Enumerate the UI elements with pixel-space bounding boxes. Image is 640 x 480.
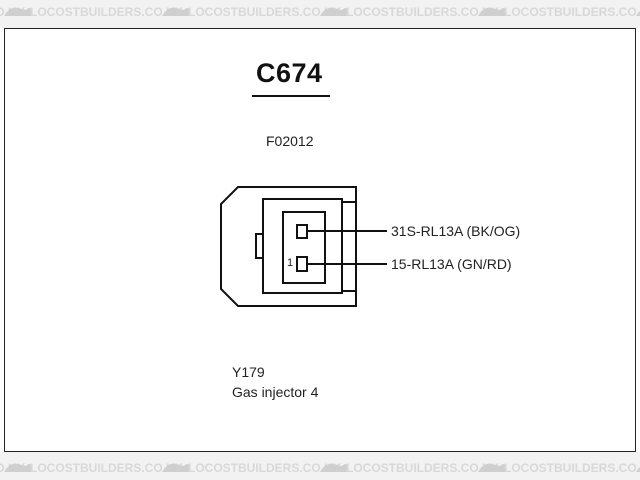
watermark-top-text: LOCOSTBUILDERS.CO.UK — [346, 5, 500, 19]
watermark-bottom-logo — [4, 463, 32, 472]
watermark-pattern-top: LOCOSTBUILDERS.CO.UK LOCOSTBUILDERS.CO.UK… — [0, 5, 640, 19]
title-underline — [252, 95, 330, 97]
pin-circuit-label-top: 31S-RL13A (BK/OG) — [391, 223, 521, 239]
watermark-top-logo — [320, 7, 348, 16]
watermark-strip-top: LOCOSTBUILDERS.CO.UK LOCOSTBUILDERS.CO.UK… — [0, 0, 640, 28]
pin-terminal-bottom — [296, 256, 308, 272]
connector-part-number: F02012 — [266, 133, 314, 149]
watermark-top-logo — [4, 7, 32, 16]
pin-cavity-block — [282, 211, 326, 284]
watermark-bottom-text: LOCOSTBUILDERS.CO.UK — [30, 461, 184, 475]
watermark-bottom-logo — [320, 463, 348, 472]
watermark-top-text: LOCOSTBUILDERS.CO.UK — [504, 5, 640, 19]
component-description: Gas injector 4 — [232, 384, 319, 400]
watermark-bottom-text: LOCOSTBUILDERS.CO.UK — [504, 461, 640, 475]
watermark-top-logo — [636, 10, 640, 16]
watermark-pattern-bottom: LOCOSTBUILDERS.CO.UK LOCOSTBUILDERS.CO.UK… — [0, 461, 640, 475]
component-id: Y179 — [232, 364, 265, 380]
watermark-bottom-text: LOCOSTBUILDERS.CO.UK — [188, 461, 342, 475]
watermark-bottom-logo — [636, 466, 640, 472]
watermark-top-text: LOCOSTBUILDERS.CO.UK — [30, 5, 184, 19]
watermark-bottom-logo — [478, 463, 506, 472]
watermark-top-text: LOCOSTBUILDERS.CO.UK — [188, 5, 342, 19]
pin-number-1: 1 — [287, 257, 294, 269]
watermark-bottom-text: LOCOSTBUILDERS.CO.UK — [346, 461, 500, 475]
connector-latch — [341, 201, 356, 292]
pin-circuit-label-bottom: 15-RL13A (GN/RD) — [391, 256, 512, 272]
diagram-frame — [4, 28, 636, 452]
connector-key-notch — [255, 233, 263, 259]
connector-housing — [220, 186, 357, 307]
watermark-strip-bottom: LOCOSTBUILDERS.CO.UK LOCOSTBUILDERS.CO.UK… — [0, 452, 640, 480]
connector-shroud — [262, 198, 343, 294]
watermark-bottom-logo — [162, 463, 190, 472]
pin-terminal-top — [296, 224, 308, 239]
watermark-top-logo — [478, 7, 506, 16]
watermark-top-logo — [162, 7, 190, 16]
connector-title: C674 — [256, 58, 323, 88]
